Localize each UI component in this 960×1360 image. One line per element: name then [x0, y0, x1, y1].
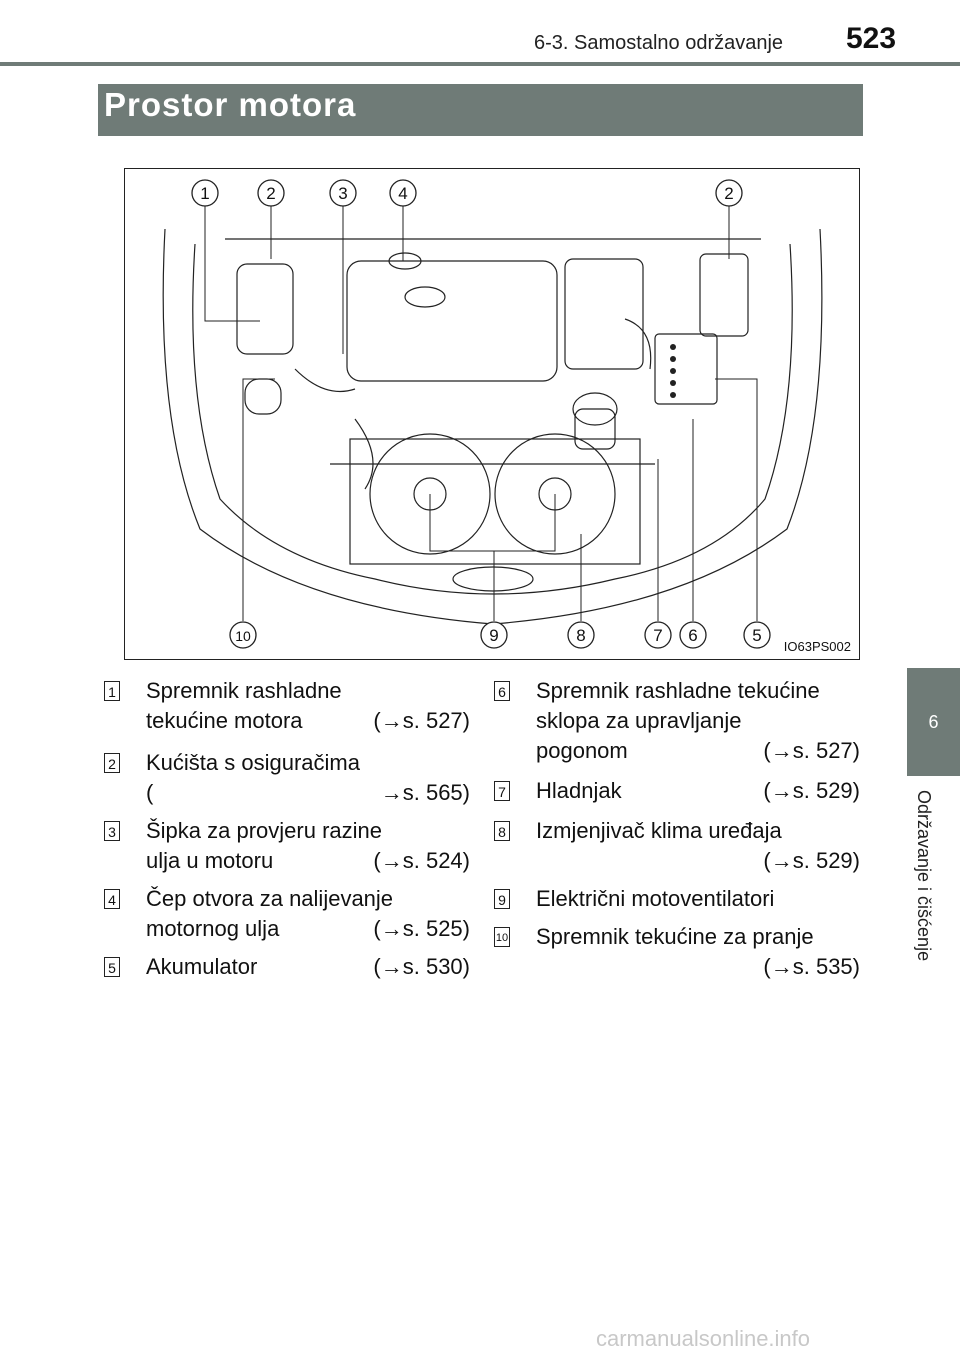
callout-2: 2 [257, 179, 285, 207]
chapter-title: Održavanje i čišćenje [914, 790, 934, 962]
legend-page-ref: (→s. 530) [373, 954, 470, 979]
legend-item-7: 7 Hladnjak (→s. 529) [494, 776, 860, 806]
legend-text: Spremnik tekućine za pranje [536, 922, 860, 982]
legend-line: Akumulator [146, 954, 258, 979]
legend-line: ulja u motoru [146, 848, 274, 873]
callout-7: 7 [644, 621, 672, 649]
svg-text:4: 4 [398, 184, 407, 203]
legend-page-ref: (→s. 524) [373, 848, 470, 873]
legend-number: 8 [494, 821, 510, 841]
callout-9: 9 [480, 621, 508, 649]
legend-number: 4 [104, 889, 120, 909]
callout-3: 3 [329, 179, 357, 207]
legend-number: 3 [104, 821, 120, 841]
legend-text: Čep otvora za nalijevanje motornog ulja [146, 884, 470, 944]
header-rule [0, 62, 960, 66]
legend-number: 5 [104, 957, 120, 977]
legend-text: Električni motoventilatori [536, 884, 860, 914]
legend-page-ref: →s. 565) [380, 780, 470, 805]
legend-page-ref: (→s. 529) [763, 778, 860, 803]
section-title: 6-3. Samostalno održavanje [534, 32, 784, 54]
callout-4: 4 [389, 179, 417, 207]
callout-6: 6 [679, 621, 707, 649]
svg-text:5: 5 [752, 626, 761, 645]
engine-bay-drawing: 1 2 3 4 2 10 9 8 7 6 5 [162, 179, 823, 649]
legend-text: Kućišta s osiguračima ( [146, 748, 470, 808]
svg-text:3: 3 [338, 184, 347, 203]
svg-text:10: 10 [235, 628, 251, 644]
legend-number: 7 [494, 781, 510, 801]
legend-line: motornog ulja [146, 916, 280, 941]
callout-2: 2 [715, 179, 743, 207]
chapter-tab [907, 668, 960, 776]
legend-line: tekućine motora [146, 708, 303, 733]
legend-page-ref: (→s. 525) [373, 916, 470, 941]
callout-8: 8 [567, 621, 595, 649]
legend-item-4: 4 Čep otvora za nalijevanje motornog ulja (… [104, 884, 470, 944]
callout-1: 1 [191, 179, 219, 207]
figure-code: IO63PS002 [783, 639, 851, 654]
legend-text: Hladnjak [536, 776, 860, 806]
legend-page-ref: (→s. 527) [373, 708, 470, 733]
legend-text: Izmjenjivač klima uređaja [536, 816, 860, 876]
legend-item-6: 6 Spremnik rashladne tekućine sklopa za up… [494, 676, 860, 766]
legend-item-1: 1 Spremnik rashladne tekućine motora (→s. 5… [104, 676, 470, 736]
legend-item-8: 8 Izmjenjivač klima uređaja (→s. 529) [494, 816, 860, 876]
callout-5: 5 [743, 621, 771, 649]
svg-text:1: 1 [200, 184, 209, 203]
legend-line: Električni motoventilatori [536, 886, 775, 911]
legend-text: Akumulator [146, 952, 470, 982]
legend-page-ref: (→s. 529) [763, 848, 860, 873]
svg-text:2: 2 [266, 184, 275, 203]
legend-line: pogonom [536, 738, 628, 763]
legend-item-3: 3 Šipka za provjeru razine ulja u motoru (→… [104, 816, 470, 876]
legend-line: Čep otvora za nalijevanje [146, 886, 394, 911]
legend-item-5: 5 Akumulator (→s. 530) [104, 952, 470, 982]
legend-line: Izmjenjivač klima uređaja [536, 818, 782, 843]
callout-10: 10 [229, 621, 257, 649]
svg-text:9: 9 [489, 626, 498, 645]
legend-text: Šipka za provjeru razine ulja u motoru [146, 816, 470, 876]
page-title: Prostor motora [104, 86, 357, 123]
legend-page-ref: (→s. 535) [763, 954, 860, 979]
legend-item-10: 10 Spremnik tekućine za pranje (→s. 535) [494, 922, 860, 982]
legend-line: Spremnik rashladne tekućine [536, 678, 820, 703]
svg-text:6: 6 [688, 626, 697, 645]
legend-number: 2 [104, 753, 120, 773]
svg-text:2: 2 [724, 184, 733, 203]
legend-page-ref: (→s. 527) [763, 738, 860, 763]
legend-text: Spremnik rashladne tekućine motora [146, 676, 470, 736]
title-bar [98, 84, 863, 136]
legend-line: Kućišta s osiguračima [146, 750, 360, 775]
watermark: carmanualsonline.info [596, 1326, 811, 1351]
legend-line: Spremnik rashladne [146, 678, 342, 703]
chapter-number: 6 [928, 712, 939, 732]
legend-line: Spremnik tekućine za pranje [536, 924, 814, 949]
svg-text:7: 7 [653, 626, 662, 645]
legend-line: Šipka za provjeru razine [146, 818, 383, 843]
svg-text:8: 8 [576, 626, 585, 645]
legend-item-9: 9 Električni motoventilatori [494, 884, 860, 914]
engine-bay-illustration: 1 2 3 4 2 10 9 8 7 6 5 IO63PS002 [124, 168, 860, 660]
legend-line: sklopa za upravljanje [536, 708, 742, 733]
legend-number: 10 [494, 927, 510, 947]
legend-number: 1 [104, 681, 120, 701]
legend-item-2: 2 Kućišta s osiguračima ( →s. 565) [104, 748, 470, 808]
legend-text: Spremnik rashladne tekućine sklopa za upr… [536, 676, 860, 766]
legend-number: 9 [494, 889, 510, 909]
legend-line: Hladnjak [536, 778, 622, 803]
legend-number: 6 [494, 681, 510, 701]
legend-line: ( [146, 780, 154, 805]
page-number: 523 [846, 22, 897, 55]
